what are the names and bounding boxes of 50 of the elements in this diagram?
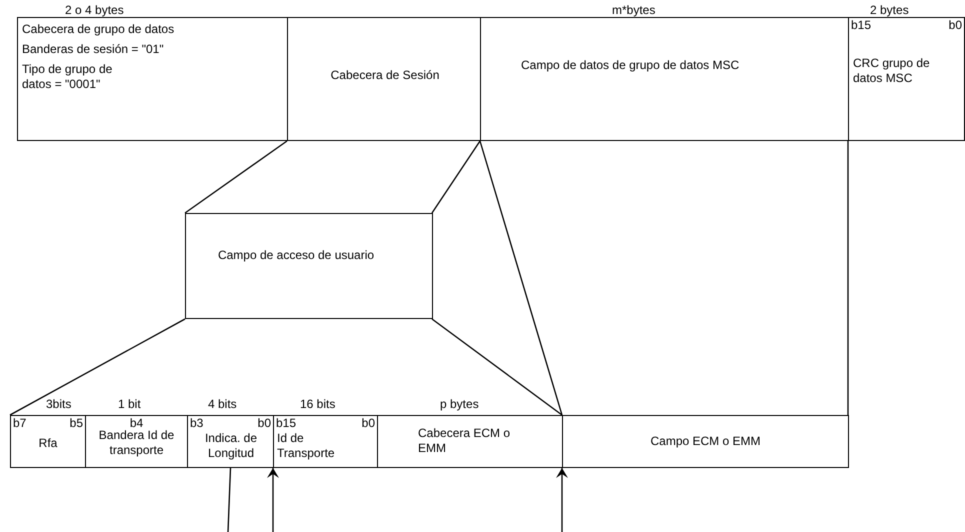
field-label: Cabecera ECM o EMM bbox=[418, 426, 512, 456]
field-box bbox=[562, 415, 849, 468]
field-box bbox=[273, 415, 378, 468]
bit-label: b3 bbox=[190, 416, 204, 431]
field-label: Indica. de Longitud bbox=[204, 431, 258, 461]
arrow bbox=[556, 468, 568, 532]
connector-line bbox=[432, 318, 562, 416]
field-box bbox=[85, 415, 188, 468]
bit-label: b5 bbox=[70, 416, 83, 431]
size-label: 1 bit bbox=[118, 397, 141, 411]
field-label: Campo de acceso de usuario bbox=[216, 248, 376, 263]
arrow bbox=[267, 468, 279, 532]
connector-line bbox=[227, 468, 232, 532]
bit-label: b0 bbox=[258, 416, 271, 431]
field-box bbox=[287, 17, 481, 141]
bit-label: b7 bbox=[13, 416, 26, 431]
field-box bbox=[17, 17, 288, 141]
size-label: 3bits bbox=[46, 397, 72, 411]
field-box bbox=[480, 17, 849, 141]
field-label: Cabecera de grupo de datos bbox=[22, 22, 176, 37]
bit-label: b15 bbox=[851, 18, 872, 33]
size-label: 4 bits bbox=[208, 397, 237, 411]
field-box bbox=[185, 213, 433, 319]
connector-line bbox=[479, 140, 563, 416]
field-label: Campo de datos de grupo de datos MSC bbox=[521, 58, 740, 73]
connector-line bbox=[184, 140, 288, 214]
bit-label: b0 bbox=[362, 416, 375, 431]
field-label: CRC grupo de datos MSC bbox=[853, 56, 931, 86]
field-label: Campo ECM o EMM bbox=[649, 434, 762, 449]
bit-label: b4 bbox=[128, 416, 144, 430]
field-box bbox=[187, 415, 274, 468]
size-label: 16 bits bbox=[300, 397, 336, 411]
bit-label: b15 bbox=[276, 416, 296, 431]
field-label: Cabecera de Sesión bbox=[330, 68, 440, 83]
field-box bbox=[10, 415, 86, 468]
field-label: Tipo de grupo de datos = "0001" bbox=[22, 62, 114, 92]
field-label: Id de Transporte bbox=[277, 431, 336, 461]
connector-line bbox=[431, 140, 481, 214]
size-label: 2 o 4 bytes bbox=[65, 3, 124, 17]
field-box bbox=[377, 415, 563, 468]
field-box bbox=[848, 17, 965, 141]
bit-label: b0 bbox=[948, 18, 962, 33]
field-label: Banderas de sesión = "01" bbox=[22, 42, 165, 57]
field-label: Rfa bbox=[38, 436, 58, 451]
field-label: Bandera Id de transporte bbox=[98, 428, 176, 458]
size-label: 2 bytes bbox=[870, 3, 909, 17]
size-label: p bytes bbox=[440, 397, 479, 411]
connector-line bbox=[10, 318, 186, 416]
connector-line bbox=[847, 141, 849, 415]
size-label: m*bytes bbox=[612, 3, 656, 17]
